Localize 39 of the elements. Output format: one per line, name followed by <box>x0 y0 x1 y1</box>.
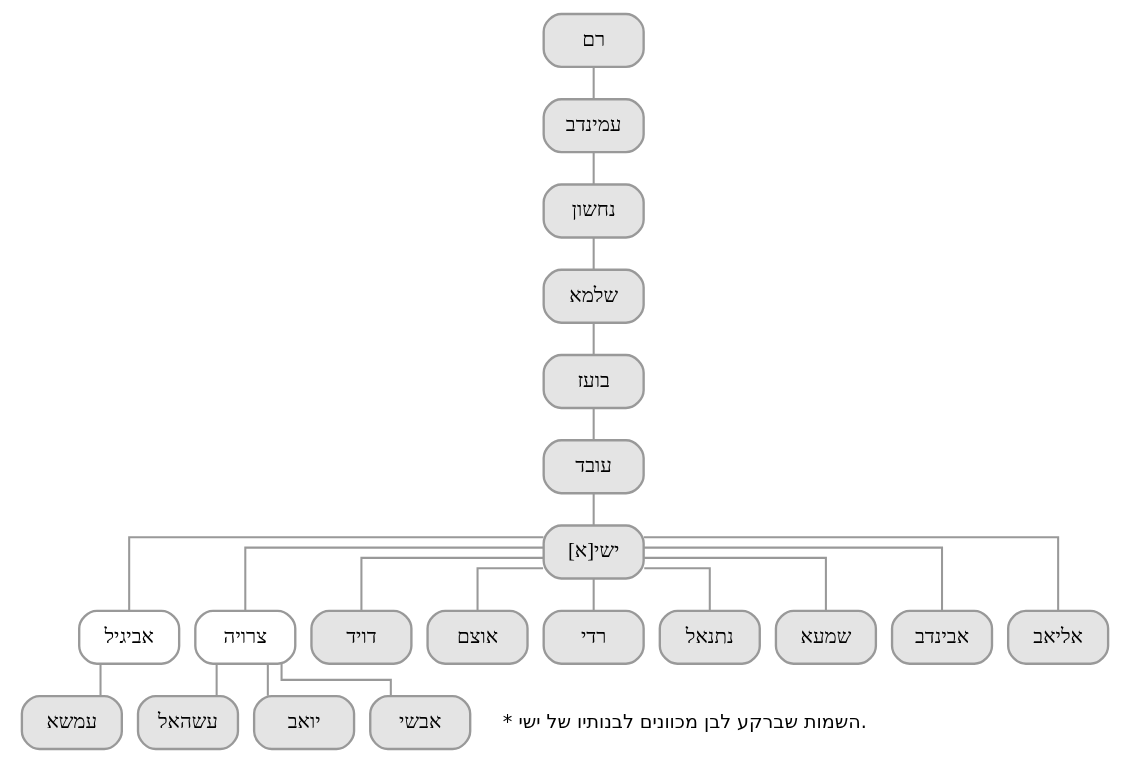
node-box: דויד <box>309 609 413 665</box>
connector <box>215 663 218 696</box>
node-box: עמינדב <box>542 98 645 154</box>
node-box: בועז <box>542 353 645 410</box>
node-box: אבינדב <box>890 609 993 665</box>
node-box: שמעא <box>774 609 877 665</box>
connector <box>243 546 543 611</box>
node-box: נתנאל <box>658 609 761 665</box>
node-box: שלמא <box>542 268 645 324</box>
node-box: צרויה <box>193 609 296 665</box>
node-box: אליאב <box>1006 609 1109 665</box>
label: * השמות שברקע לבן מכוונים לבנותיו של ישי. <box>502 709 867 733</box>
connector <box>359 556 543 611</box>
node-box: [א]ישי <box>542 524 645 580</box>
node-box: אביגיל <box>77 609 180 665</box>
connector <box>592 493 595 526</box>
connector <box>643 546 943 611</box>
connector <box>476 567 543 611</box>
connector <box>592 67 595 99</box>
node-box: אוצם <box>425 609 529 665</box>
node-box: עמשא <box>20 694 123 751</box>
connector <box>592 408 595 440</box>
connector <box>643 556 827 611</box>
node-box: נחשון <box>542 183 645 239</box>
connector <box>99 663 102 696</box>
connector <box>127 536 543 611</box>
node-box: רם <box>542 12 645 69</box>
connector <box>592 237 595 270</box>
connector <box>592 578 595 611</box>
connector <box>643 567 711 611</box>
node-box: עובד <box>542 439 645 495</box>
connector <box>266 663 269 696</box>
node-box: רדי <box>542 609 645 665</box>
node-box: עשהאל <box>136 694 239 751</box>
node-box: אבשי <box>368 694 471 751</box>
connector <box>592 152 595 185</box>
connector <box>643 536 1059 611</box>
connector <box>592 322 595 355</box>
node-box: יואב <box>252 694 355 751</box>
